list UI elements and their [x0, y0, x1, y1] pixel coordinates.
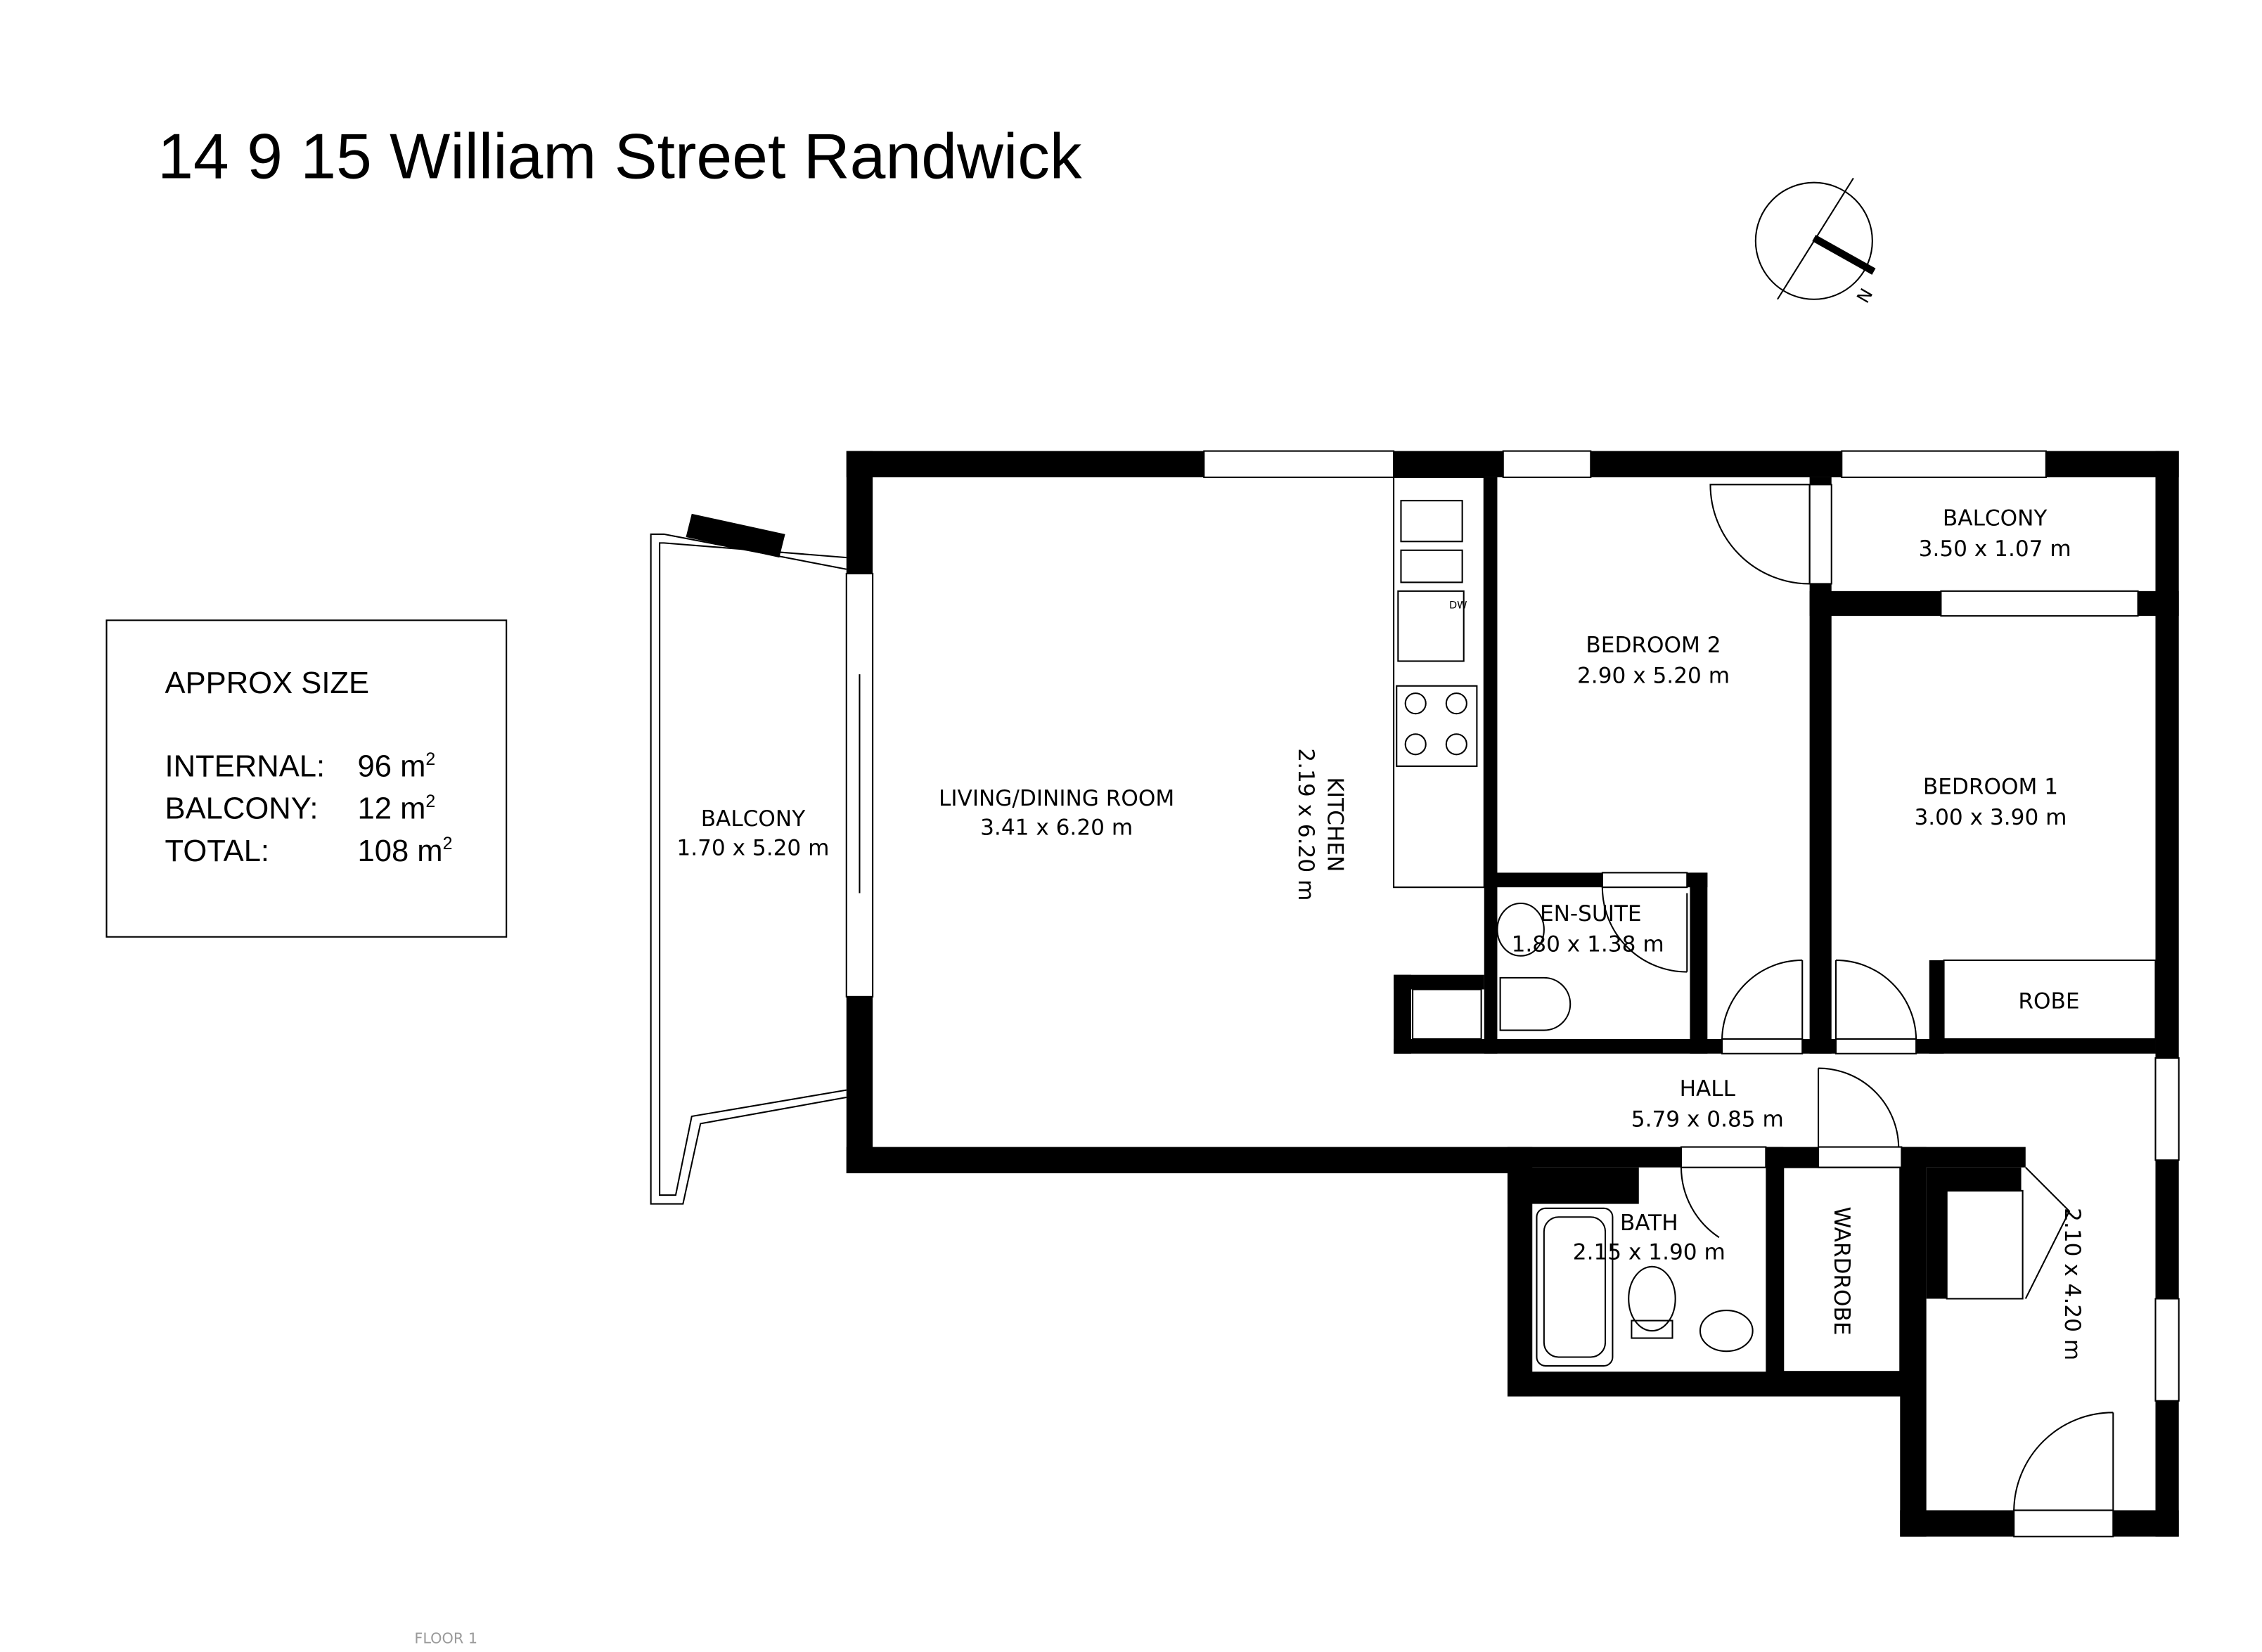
size-balcony-label: BALCONY:: [165, 792, 319, 826]
room-bedroom2-name: BEDROOM 2: [1586, 633, 1721, 658]
room-balcony-left-name: BALCONY: [701, 806, 807, 832]
room-ensuite-dims: 1.80 x 1.38 m: [1512, 931, 1664, 957]
room-bath-name: BATH: [1620, 1211, 1678, 1236]
compass-north-label: N: [1853, 285, 1877, 306]
room-bedroom1-dims: 3.00 x 3.90 m: [1914, 805, 2067, 830]
room-bedroom1-name: BEDROOM 1: [1923, 774, 2058, 799]
doors: [1601, 484, 2114, 1511]
room-balcony-right-name: BALCONY: [1943, 505, 2048, 531]
size-total-label: TOTAL:: [165, 834, 270, 868]
room-bath-dims: 2.15 x 1.90 m: [1573, 1239, 1726, 1265]
approx-size-box: APPROX SIZE INTERNAL: 96 m2 BALCONY: 12 …: [105, 619, 508, 938]
room-living-name: LIVING/DINING ROOM: [939, 786, 1174, 811]
svg-text:108 m2: 108 m2: [357, 834, 452, 868]
page-title: 14 9 15 William Street Randwick: [158, 120, 1082, 192]
room-kitchen-dims: 2.19 x 6.20 m: [1293, 748, 1318, 901]
size-internal-label: INTERNAL:: [165, 749, 326, 783]
room-bedroom2-dims: 2.90 x 5.20 m: [1577, 664, 1730, 689]
size-total-value: 108 m: [357, 834, 442, 868]
room-living-dims: 3.41 x 6.20 m: [980, 815, 1133, 840]
dishwasher-label: DW: [1449, 600, 1467, 612]
balcony-left-outline: [650, 513, 847, 1205]
size-internal-value: 96 m: [357, 749, 425, 783]
compass-icon: N: [1754, 177, 1877, 306]
room-balcony-left-dims: 1.70 x 5.20 m: [676, 836, 829, 861]
svg-text:96 m2: 96 m2: [357, 749, 435, 784]
kitchen-fixtures: DW: [1393, 476, 1485, 889]
walls: [845, 450, 2180, 1537]
size-heading: APPROX SIZE: [165, 666, 370, 700]
room-robe-name: ROBE: [2018, 988, 2079, 1014]
bathroom-fixtures: [1496, 902, 2157, 1373]
room-wardrobe-name: WARDROBE: [1829, 1206, 1854, 1335]
size-balcony-value: 12 m: [357, 792, 425, 826]
room-balcony-right-dims: 3.50 x 1.07 m: [1919, 536, 2071, 562]
room-ensuite-name: EN-SUITE: [1540, 901, 1642, 927]
room-hall-name: HALL: [1680, 1076, 1736, 1102]
svg-text:12 m2: 12 m2: [357, 792, 435, 826]
room-entry-dims: 2.10 x 4.20 m: [2059, 1208, 2085, 1360]
room-kitchen-name: KITCHEN: [1323, 777, 1348, 872]
floor-label: FLOOR 1: [414, 1630, 477, 1646]
room-hall-dims: 5.79 x 0.85 m: [1631, 1107, 1784, 1132]
